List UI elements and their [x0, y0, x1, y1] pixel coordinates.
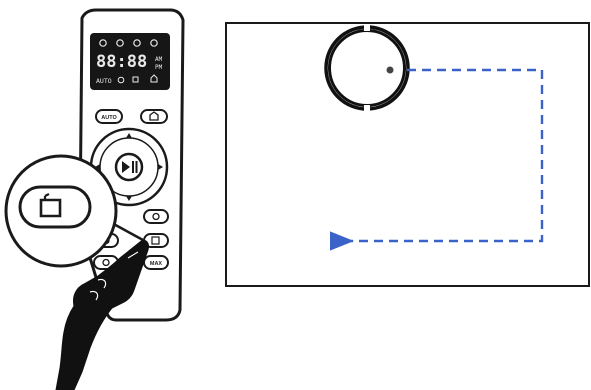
- timer-icon: [99, 39, 107, 47]
- hand-shape: [55, 239, 149, 390]
- left-arrow-icon[interactable]: [95, 164, 100, 170]
- power-indicator-icon: [117, 76, 125, 84]
- fan-button-icon: [102, 258, 110, 267]
- pressing-hand: [55, 239, 149, 390]
- schedule-icon: [133, 39, 141, 47]
- lcd-am-label: AM: [155, 56, 163, 63]
- magnifier-callout: [4, 154, 144, 268]
- play-pause-icon: [122, 161, 130, 173]
- lcd-time: 88:88: [96, 52, 147, 72]
- magnified-edge-button: [18, 185, 92, 229]
- edge-cleaning-icon: [39, 193, 62, 218]
- home-button[interactable]: [140, 109, 168, 124]
- edge-icon-small: [151, 236, 160, 245]
- lcd-pm-label: PM: [155, 64, 163, 71]
- fan-icon: [150, 39, 158, 47]
- max-button-label: MAX: [150, 261, 163, 267]
- power-button[interactable]: [143, 209, 169, 224]
- lcd-display: 88:88 AM PM AUTO: [90, 33, 170, 90]
- cleaning-path: [330, 68, 544, 251]
- auto-button[interactable]: AUTO: [95, 109, 123, 124]
- lcd-auto-label: AUTO: [96, 77, 112, 85]
- clock-icon: [116, 39, 124, 47]
- robot-sensor: [386, 66, 394, 74]
- auto-button-label: AUTO: [101, 115, 117, 121]
- power-icon: [152, 212, 160, 221]
- home-indicator-icon: [150, 74, 158, 83]
- robot-vacuum: [324, 25, 410, 111]
- max-button[interactable]: MAX: [143, 255, 169, 270]
- spot-indicator-icon: [132, 76, 139, 83]
- room-diagram: [225, 22, 590, 287]
- right-arrow-icon[interactable]: [158, 164, 163, 170]
- up-arrow-icon[interactable]: [126, 133, 132, 138]
- down-arrow-icon[interactable]: [126, 196, 132, 201]
- dock-icon: [149, 111, 159, 121]
